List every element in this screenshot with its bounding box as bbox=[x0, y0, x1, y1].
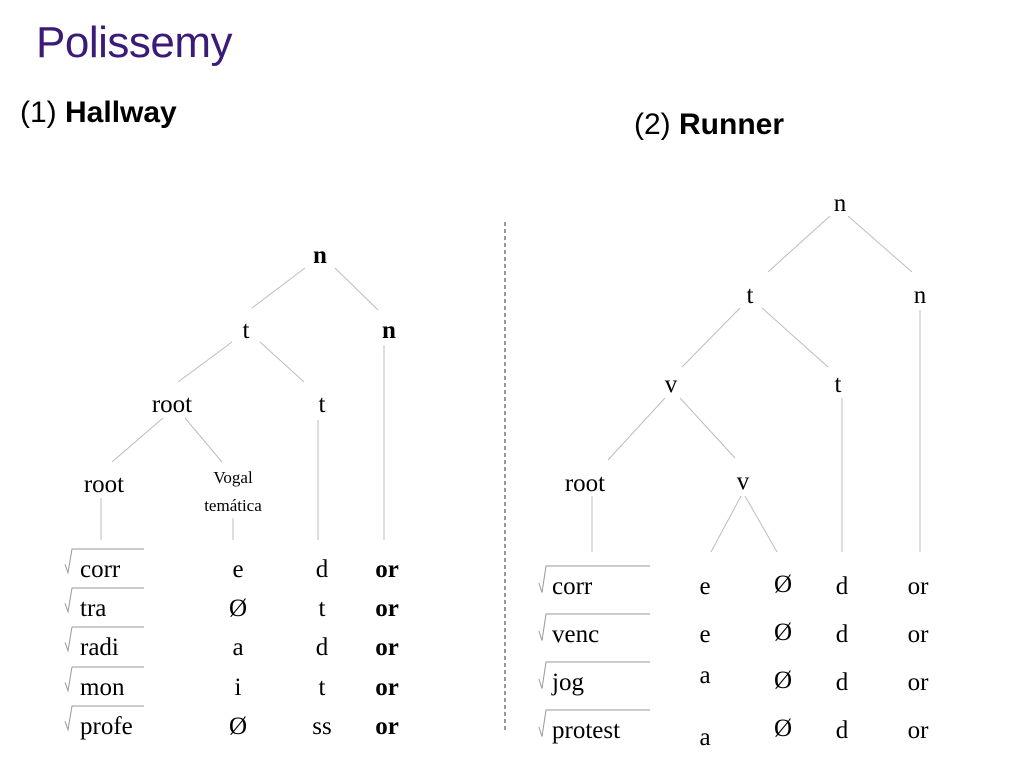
right-row-vowel: a bbox=[699, 724, 710, 751]
right-row-n: or bbox=[908, 669, 930, 696]
left-row-root: radi bbox=[80, 634, 119, 661]
right-row-v: Ø bbox=[774, 619, 792, 646]
right-row-v: Ø bbox=[774, 667, 792, 694]
left-row-t: ss bbox=[312, 713, 331, 740]
right-row-vowel: e bbox=[699, 573, 710, 600]
left-row-root: corr bbox=[80, 556, 121, 583]
left-heading-number: (1) bbox=[20, 96, 57, 129]
radical-icon bbox=[64, 587, 144, 614]
left-node-vogal-line1: Vogal bbox=[213, 468, 253, 487]
left-row-vowel: i bbox=[235, 674, 242, 701]
right-heading: (2) Runner bbox=[634, 108, 784, 142]
radical-icon bbox=[538, 661, 650, 689]
right-row-n: or bbox=[908, 717, 930, 744]
left-row-root: tra bbox=[80, 595, 106, 622]
left-node-t-lower: t bbox=[319, 391, 326, 418]
radical-icon bbox=[64, 705, 144, 732]
radical-icon bbox=[538, 613, 650, 641]
right-node-t: t bbox=[747, 282, 754, 309]
right-tree-branches bbox=[591, 215, 921, 553]
left-row-t: d bbox=[316, 556, 329, 583]
left-row-vowel: e bbox=[232, 556, 243, 583]
left-heading-word: Hallway bbox=[65, 96, 177, 129]
right-node-root: root bbox=[565, 470, 605, 497]
right-row-n: or bbox=[908, 621, 930, 648]
left-row-n: or bbox=[375, 595, 399, 622]
right-node-v-low: v bbox=[737, 468, 750, 495]
right-row-t: d bbox=[836, 621, 849, 648]
left-row-t: t bbox=[319, 674, 326, 701]
right-row-t: d bbox=[836, 573, 849, 600]
radical-icon bbox=[64, 666, 144, 693]
left-row-n: or bbox=[375, 713, 399, 740]
right-row-root: corr bbox=[552, 573, 593, 600]
radical-icon bbox=[538, 565, 650, 593]
left-node-n-top: n bbox=[313, 242, 327, 269]
radical-icon bbox=[538, 709, 650, 737]
left-row-vowel: a bbox=[232, 634, 243, 661]
left-node-t: t bbox=[243, 317, 250, 344]
left-row: corr e d or bbox=[64, 548, 399, 583]
right-row-vowel: e bbox=[699, 621, 710, 648]
left-node-vogal-line2: temática bbox=[204, 496, 262, 515]
right-row-root: protest bbox=[552, 717, 620, 744]
right-row-root: jog bbox=[551, 669, 584, 696]
left-row-root: mon bbox=[80, 674, 125, 701]
left-row-n: or bbox=[375, 634, 399, 661]
right-node-v-mid: v bbox=[665, 371, 678, 398]
left-row: mon i t or bbox=[64, 666, 399, 701]
right-node-t-lower: t bbox=[835, 371, 842, 398]
radical-icon bbox=[64, 548, 144, 575]
left-node-root-mid: root bbox=[152, 391, 192, 418]
right-row-vowel: a bbox=[699, 662, 710, 689]
left-node-root-low: root bbox=[84, 471, 124, 498]
right-node-n-top: n bbox=[834, 190, 847, 217]
right-row-v: Ø bbox=[774, 571, 792, 598]
left-heading: (1) Hallway bbox=[20, 96, 177, 130]
left-row-vowel: Ø bbox=[229, 595, 247, 622]
radical-icon bbox=[64, 626, 144, 653]
right-row-root: venc bbox=[552, 621, 599, 648]
right-row-n: or bbox=[908, 573, 930, 600]
right-row-t: d bbox=[836, 669, 849, 696]
left-node-n-right: n bbox=[382, 317, 396, 344]
right-row-v: Ø bbox=[774, 715, 792, 742]
right-heading-word: Runner bbox=[679, 108, 785, 141]
slide-title: Polissemy bbox=[36, 18, 233, 67]
left-tree-branches bbox=[100, 267, 385, 540]
left-row-vowel: Ø bbox=[229, 713, 247, 740]
left-row: radi a d or bbox=[64, 626, 399, 661]
left-row-n: or bbox=[375, 556, 399, 583]
left-row-t: d bbox=[316, 634, 329, 661]
left-row-t: t bbox=[319, 595, 326, 622]
right-row-t: d bbox=[836, 717, 849, 744]
right-node-n-right: n bbox=[914, 282, 927, 309]
left-row-root: profe bbox=[80, 713, 133, 740]
right-heading-number: (2) bbox=[634, 108, 671, 141]
left-row-n: or bbox=[375, 674, 399, 701]
